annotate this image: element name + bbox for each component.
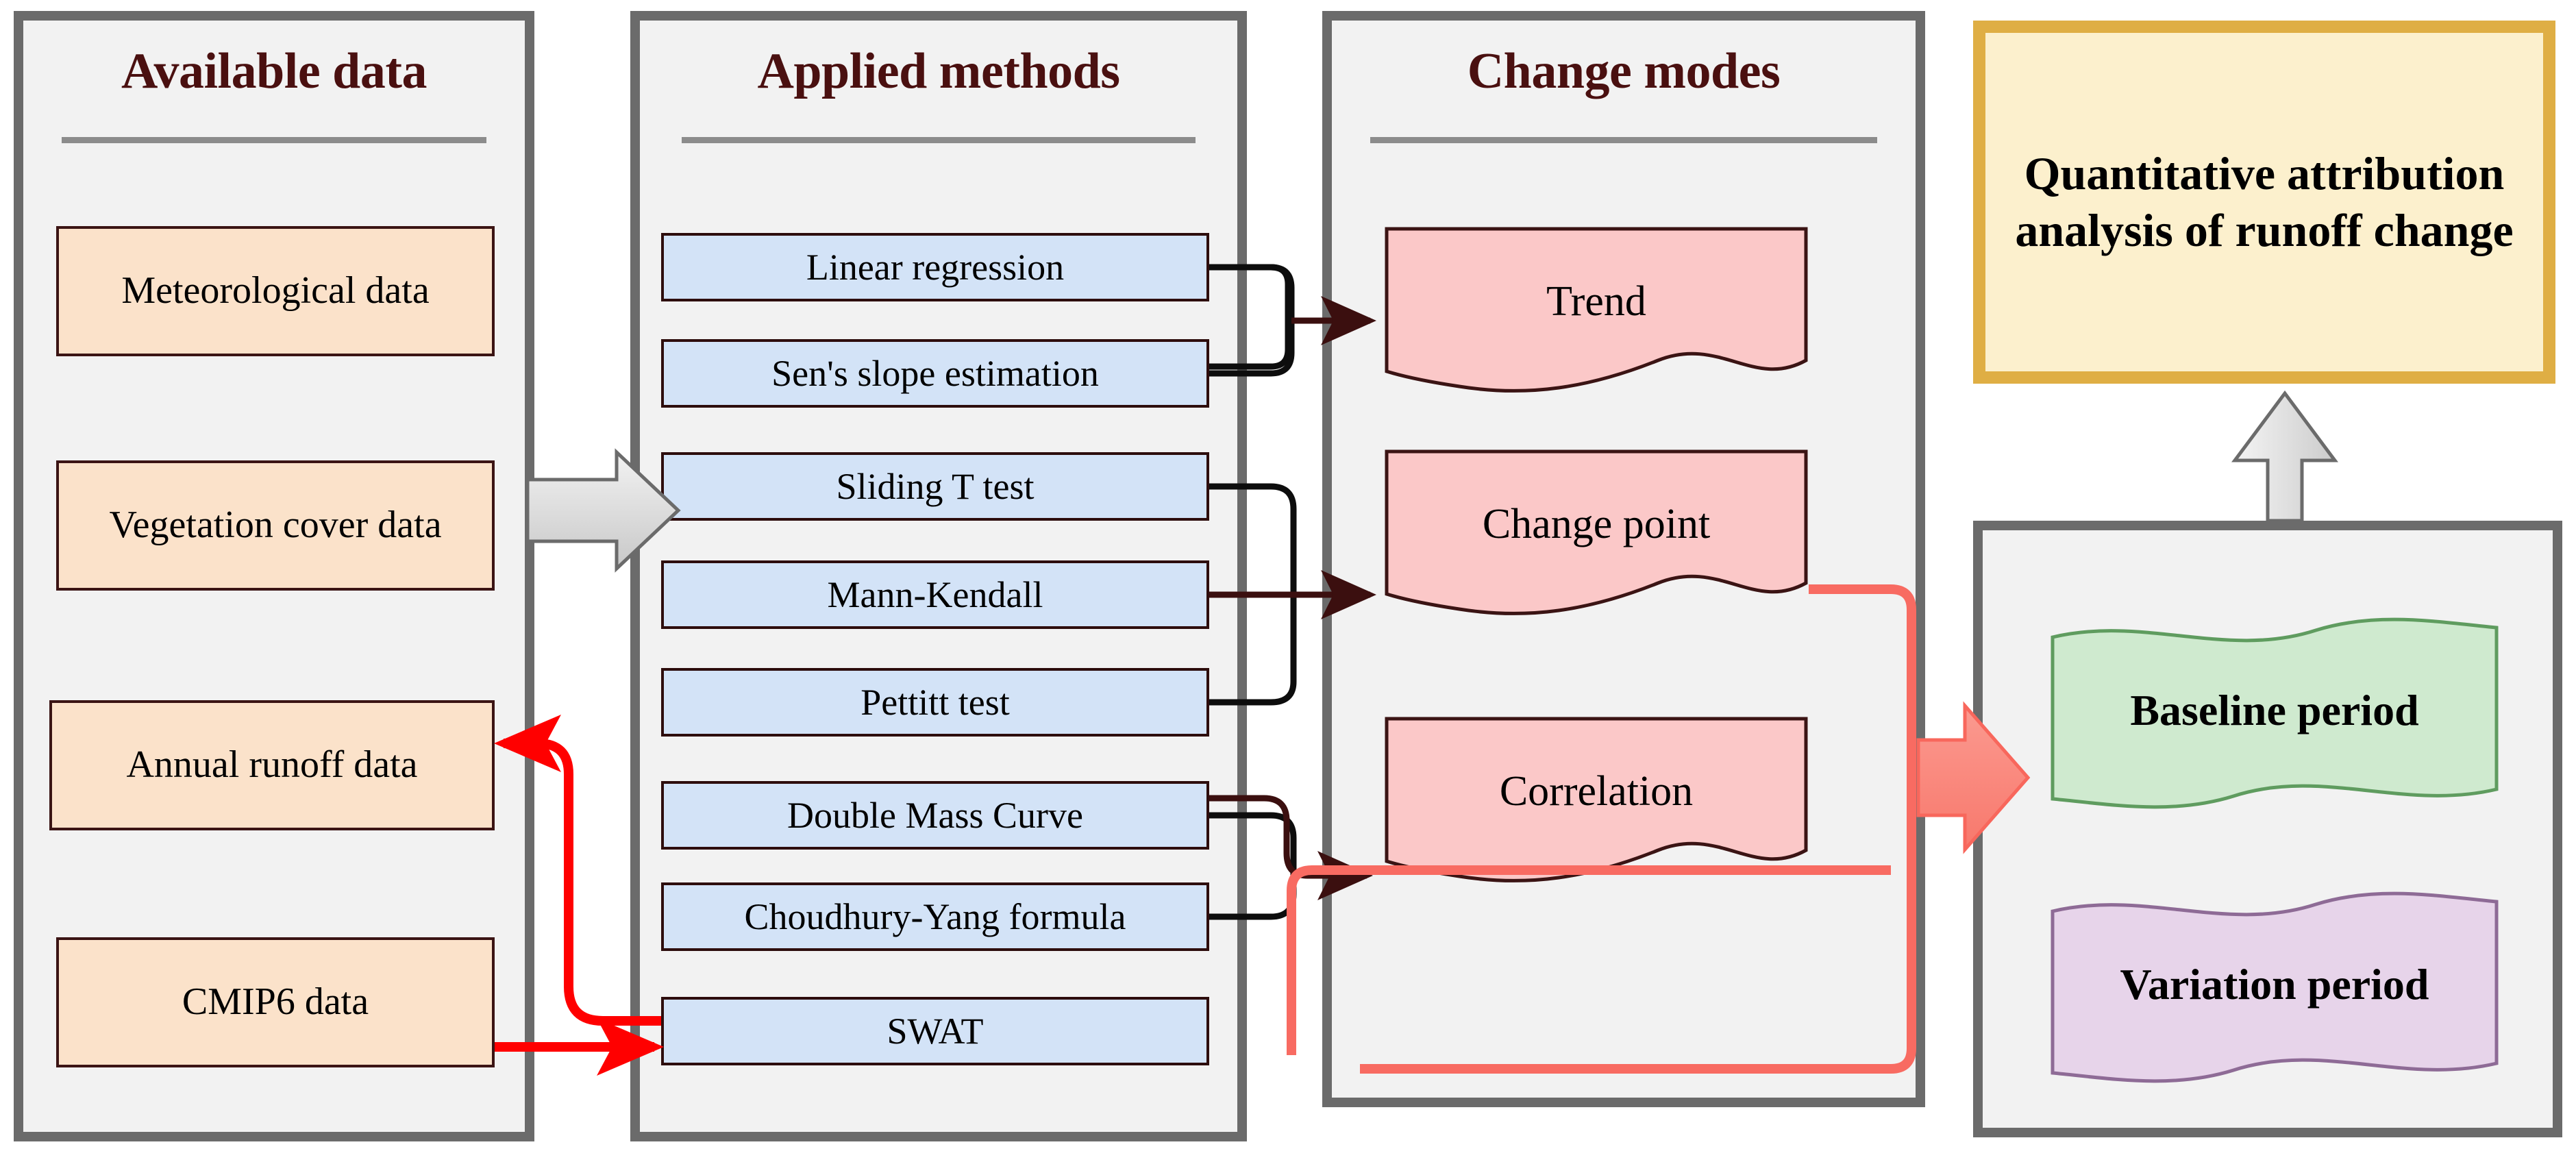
mode-shape-change-point-svg bbox=[1385, 449, 1808, 615]
period-shape-variation-svg bbox=[2051, 891, 2499, 1083]
panel-change-modes-title: Change modes bbox=[1467, 43, 1781, 99]
applied-methods-title-rule bbox=[682, 137, 1196, 143]
method-box-label: Pettitt test bbox=[860, 682, 1010, 723]
method-box-label: Sen's slope estimation bbox=[771, 353, 1099, 394]
data-box-label: Vegetation cover data bbox=[109, 504, 442, 547]
goal-box[interactable]: Quantitative attribution analysis of run… bbox=[1973, 21, 2555, 384]
method-box-choudhury-yang[interactable]: Choudhury-Yang formula bbox=[661, 882, 1209, 951]
period-shape-variation[interactable] bbox=[2048, 884, 2501, 1089]
data-box-cmip6[interactable]: CMIP6 data bbox=[56, 937, 495, 1067]
change-modes-title-rule bbox=[1370, 137, 1877, 143]
panel-available-data-title: Available data bbox=[121, 43, 427, 99]
method-box-label: Linear regression bbox=[806, 247, 1065, 288]
method-box-pettitt-test[interactable]: Pettitt test bbox=[661, 668, 1209, 737]
period-shape-baseline-svg bbox=[2051, 617, 2499, 809]
method-box-sens-slope[interactable]: Sen's slope estimation bbox=[661, 339, 1209, 408]
data-box-vegetation-cover[interactable]: Vegetation cover data bbox=[56, 460, 495, 591]
method-box-label: Choudhury-Yang formula bbox=[744, 896, 1126, 937]
method-box-label: SWAT bbox=[887, 1011, 984, 1052]
method-box-linear-regression[interactable]: Linear regression bbox=[661, 233, 1209, 301]
method-box-label: Sliding T test bbox=[836, 466, 1035, 507]
method-box-swat[interactable]: SWAT bbox=[661, 997, 1209, 1065]
data-box-label: CMIP6 data bbox=[182, 980, 369, 1024]
method-box-double-mass-curve[interactable]: Double Mass Curve bbox=[661, 781, 1209, 850]
method-box-sliding-t-test[interactable]: Sliding T test bbox=[661, 452, 1209, 521]
mode-shape-trend-svg bbox=[1385, 227, 1808, 393]
mode-shape-change-point[interactable] bbox=[1384, 449, 1809, 620]
method-box-label: Mann-Kendall bbox=[827, 574, 1043, 615]
goal-box-label: Quantitative attribution analysis of run… bbox=[2015, 147, 2514, 256]
panel-applied-methods-title: Applied methods bbox=[757, 43, 1120, 99]
data-box-annual-runoff[interactable]: Annual runoff data bbox=[49, 700, 495, 830]
data-box-meteorological[interactable]: Meteorological data bbox=[56, 226, 495, 356]
mode-shape-correlation-svg bbox=[1385, 717, 1808, 882]
mode-shape-correlation[interactable] bbox=[1384, 716, 1809, 887]
available-data-title-rule bbox=[62, 137, 486, 143]
method-box-mann-kendall[interactable]: Mann-Kendall bbox=[661, 560, 1209, 629]
up-block-arrow-icon bbox=[2231, 390, 2338, 523]
data-box-label: Annual runoff data bbox=[126, 743, 418, 787]
method-box-label: Double Mass Curve bbox=[787, 795, 1083, 836]
mode-shape-trend[interactable] bbox=[1384, 226, 1809, 397]
data-box-label: Meteorological data bbox=[121, 269, 430, 312]
period-shape-baseline[interactable] bbox=[2048, 610, 2501, 815]
